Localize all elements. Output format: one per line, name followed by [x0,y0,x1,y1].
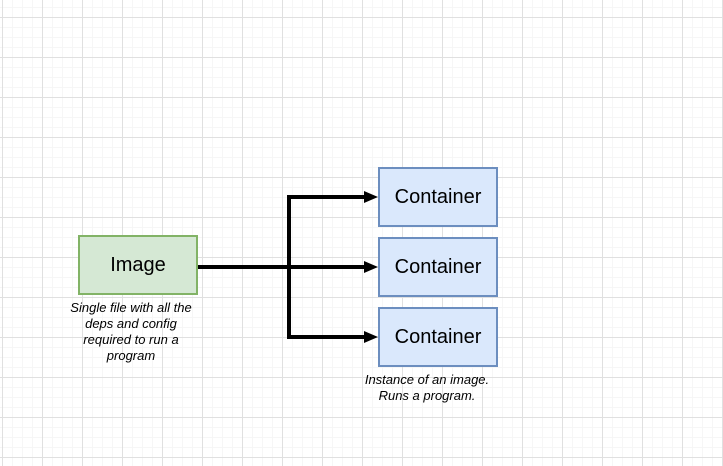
container-node-2[interactable]: Container [378,237,498,297]
image-node[interactable]: Image [78,235,198,295]
arrowhead-icon [364,191,378,203]
container-node-1[interactable]: Container [378,167,498,227]
container-node-3[interactable]: Container [378,307,498,367]
image-node-label: Image [110,253,166,276]
caption-line: Instance of an image. [364,372,490,387]
caption-line: deps and config [85,316,177,331]
image-caption: Single file with all the deps and config… [31,300,231,364]
container-node-label: Container [394,185,482,208]
arrowhead-icon [364,331,378,343]
caption-line: required to run a [83,332,179,347]
container-node-label: Container [394,255,482,278]
arrowhead-icon [364,261,378,273]
connector-image-to-container-1[interactable] [287,195,366,267]
caption-line: program [106,348,156,363]
connector-image-to-container-3[interactable] [287,267,366,339]
caption-line: Single file with all the [70,300,192,315]
container-node-label: Container [394,325,482,348]
caption-line: Runs a program. [378,388,476,403]
container-caption: Instance of an image. Runs a program. [327,372,527,404]
